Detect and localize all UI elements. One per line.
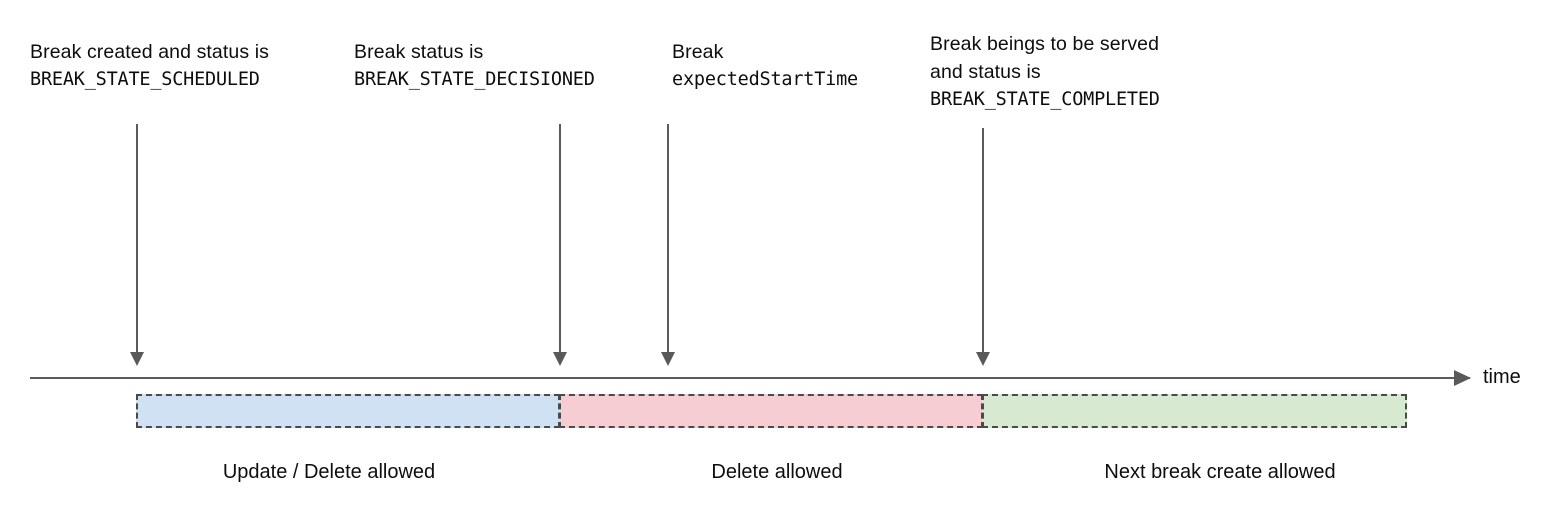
annotation-text-line: and status is (930, 61, 1041, 83)
annotation-text-line: Break (672, 41, 724, 63)
annotation-state-code: BREAK_STATE_DECISIONED (354, 69, 595, 90)
annotation-scheduled: Break created and status is BREAK_STATE_S… (30, 38, 269, 94)
annotation-state-code: BREAK_STATE_COMPLETED (930, 89, 1160, 110)
time-axis-line (30, 377, 1470, 379)
marker-arrowhead (553, 352, 567, 366)
phase-next-break-create-allowed-caption: Next break create allowed (1104, 461, 1336, 483)
marker-stem (136, 124, 138, 353)
marker-stem (559, 124, 561, 353)
marker-arrowhead (661, 352, 675, 366)
phase-update-delete-allowed-bar (136, 394, 560, 428)
annotation-completed: Break beings to be served and status is BR… (930, 30, 1160, 114)
annotation-state-code: BREAK_STATE_SCHEDULED (30, 69, 260, 90)
marker-stem (667, 124, 669, 353)
annotation-expected-start-time: Break expectedStartTime (672, 38, 858, 94)
marker-stem (982, 128, 984, 353)
marker-arrowhead (130, 352, 144, 366)
annotation-completed-marker-arrow-icon (975, 128, 991, 366)
marker-arrowhead (976, 352, 990, 366)
annotation-scheduled-marker-arrow-icon (129, 124, 145, 366)
annotation-text-line: Break created and status is (30, 41, 269, 63)
annotation-text-line: Break beings to be served (930, 33, 1160, 55)
annotation-state-code: expectedStartTime (672, 69, 858, 90)
phase-update-delete-allowed-caption: Update / Delete allowed (222, 461, 436, 483)
phase-delete-allowed-bar (559, 394, 983, 428)
time-axis-label: time (1483, 366, 1521, 388)
annotation-text-line: Break status is (354, 41, 484, 63)
phase-next-break-create-allowed-bar (982, 394, 1407, 428)
time-axis-arrow-icon (1454, 370, 1471, 386)
annotation-decisioned: Break status is BREAK_STATE_DECISIONED (354, 38, 595, 94)
annotation-decisioned-marker-arrow-icon (552, 124, 568, 366)
phase-delete-allowed-caption: Delete allowed (711, 461, 843, 483)
annotation-expected-start-time-marker-arrow-icon (660, 124, 676, 366)
